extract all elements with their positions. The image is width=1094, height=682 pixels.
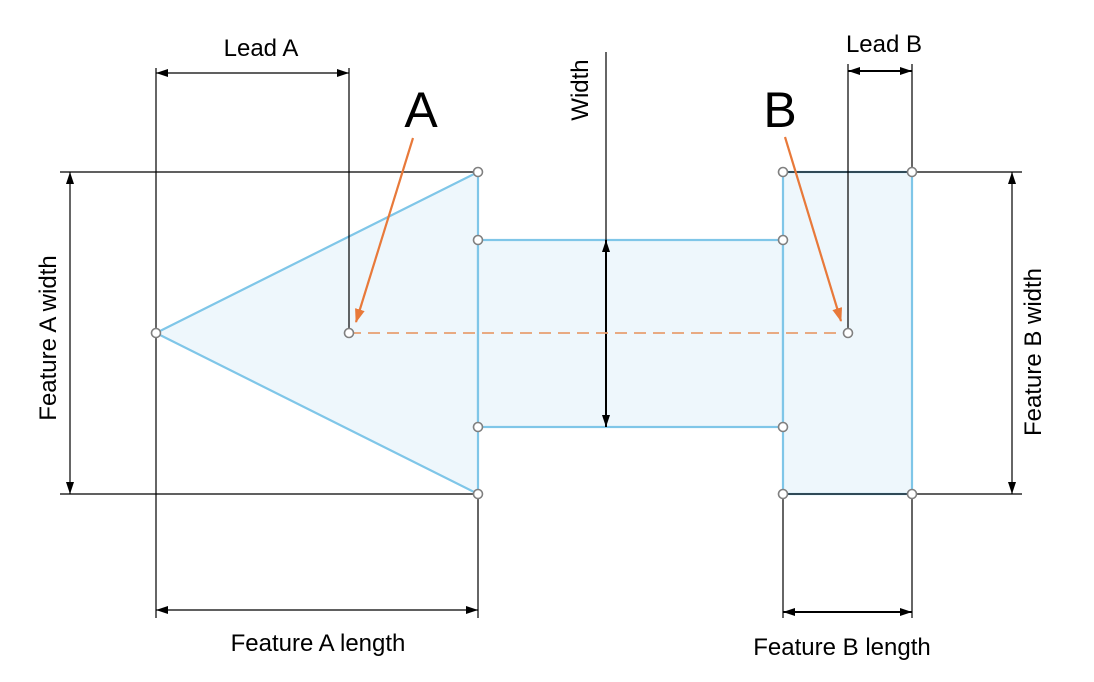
feature-a-top-vertex — [472, 166, 484, 178]
feature-b-width-label: Feature B width — [1020, 268, 1047, 436]
lead-b-point — [842, 327, 854, 339]
shaft-top-right-vertex — [777, 234, 789, 246]
shaft-top-left-vertex — [472, 234, 484, 246]
lead-a-label: Lead A — [224, 35, 299, 62]
feature-b-bottom-left-vertex — [777, 488, 789, 500]
feature-b-length-label: Feature B length — [753, 634, 930, 661]
feature-a-width-label: Feature A width — [35, 255, 62, 420]
feature-a-length-label: Feature A length — [231, 630, 406, 657]
feature-b-top-left-vertex — [777, 166, 789, 178]
width-label: Width — [567, 59, 594, 120]
lead-a-point — [343, 327, 355, 339]
point-a-leader-arrow — [354, 137, 415, 323]
shaft-bottom-right-vertex — [777, 421, 789, 433]
tip-vertex — [150, 327, 162, 339]
point-b-leader-arrow — [783, 136, 843, 322]
feature-a-bottom-vertex — [472, 488, 484, 500]
shaft-bottom-left-vertex — [472, 421, 484, 433]
point-a-callout: A — [404, 82, 438, 138]
point-b-callout: B — [763, 82, 796, 138]
lead-b-label: Lead B — [846, 31, 922, 58]
feature-b-top-right-vertex — [906, 166, 918, 178]
feature-b-bottom-right-vertex — [906, 488, 918, 500]
